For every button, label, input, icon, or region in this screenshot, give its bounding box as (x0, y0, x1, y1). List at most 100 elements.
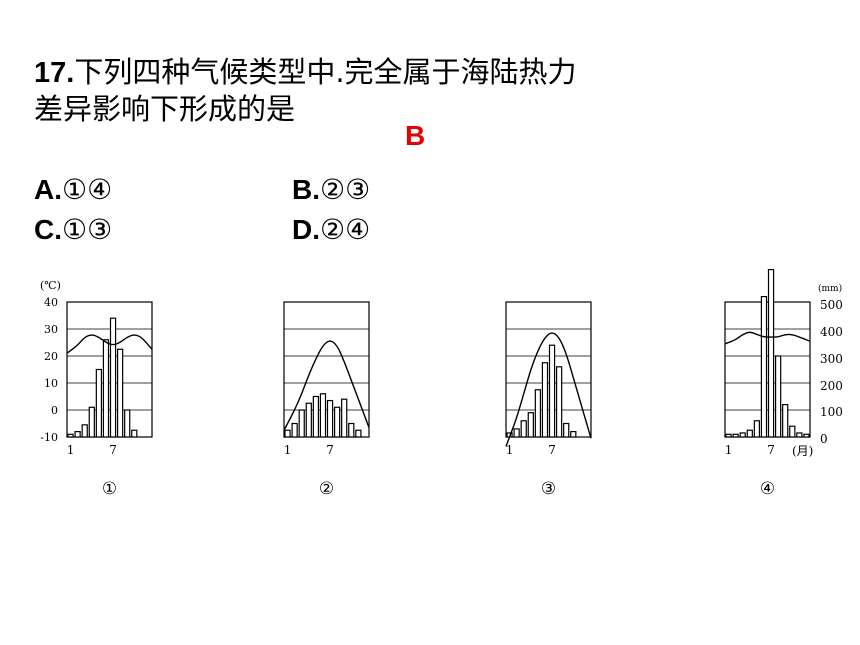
temperature-curve (283, 340, 370, 431)
option-c-text: ①③ (62, 213, 113, 246)
option-a-text: ①④ (62, 173, 113, 206)
precipitation-bar (782, 404, 789, 438)
precipitation-bar (74, 431, 81, 438)
precipitation-bar (739, 432, 746, 438)
precipitation-bar (520, 420, 527, 438)
month-tick-label: 7 (767, 443, 775, 457)
precipitation-tick-label: 500 (820, 298, 843, 312)
precipitation-bar (725, 433, 732, 438)
chart-frame (66, 301, 153, 438)
precipitation-bar (760, 296, 768, 438)
temperature-tick-label: 20 (44, 350, 58, 363)
temperature-unit-label: (℃) (40, 279, 61, 292)
precipitation-bar (796, 432, 803, 438)
option-c-letter: C. (34, 214, 62, 245)
month-tick-label: 1 (506, 443, 514, 457)
precipitation-tick-label: 0 (820, 432, 828, 446)
precipitation-bar (732, 433, 739, 438)
precipitation-tick-label: 200 (820, 379, 843, 393)
precipitation-bar (789, 425, 796, 438)
precipitation-bar (67, 433, 74, 438)
option-d-text: ②④ (320, 213, 371, 246)
precipitation-tick-label: 400 (820, 325, 843, 339)
temperature-curve (66, 334, 153, 354)
option-b-letter: B. (292, 174, 320, 205)
precipitation-tick-label: 300 (820, 352, 843, 366)
chart-frame (283, 301, 370, 438)
temperature-tick-label: 0 (51, 404, 58, 417)
month-unit-label: (月) (792, 444, 813, 458)
precipitation-bar (767, 269, 775, 438)
month-tick-label: 1 (725, 443, 733, 457)
precipitation-bar (513, 428, 520, 438)
temperature-tick-label: -10 (40, 431, 58, 444)
month-tick-label: 1 (284, 443, 292, 457)
precipitation-bar (326, 399, 334, 438)
chart-number-label: ② (319, 479, 334, 499)
precipitation-bar (109, 317, 117, 438)
temperature-tick-label: 10 (44, 377, 58, 390)
precipitation-bar (298, 409, 305, 438)
precipitation-bar (319, 393, 327, 438)
question-line-2: 差异影响下形成的是 (34, 92, 296, 126)
precipitation-bar (116, 348, 124, 438)
precipitation-bar (102, 339, 110, 438)
precipitation-bar (534, 389, 542, 438)
precipitation-bar (555, 366, 563, 438)
chart-number-label: ④ (760, 479, 775, 499)
precipitation-bar (570, 431, 577, 438)
chart-frame (505, 301, 592, 438)
precipitation-bar (527, 412, 534, 438)
precipitation-bar (124, 409, 131, 438)
option-c[interactable]: C.①③ (34, 212, 112, 248)
temperature-tick-label: 40 (44, 296, 58, 309)
precipitation-bar (563, 422, 570, 438)
precipitation-bar (341, 398, 348, 438)
option-d-letter: D. (292, 214, 320, 245)
precipitation-bar (131, 429, 138, 438)
answer-mark: B (405, 120, 426, 151)
temperature-curve (505, 332, 592, 447)
precipitation-bar (355, 429, 362, 438)
chart-number-label: ③ (541, 479, 556, 499)
precipitation-bar (541, 362, 549, 438)
month-tick-label: 1 (67, 443, 75, 457)
climate-chart-3: 1 7 ③ (505, 301, 592, 499)
precipitation-bar (305, 402, 312, 438)
month-tick-label: 7 (326, 443, 334, 457)
precipitation-bar (333, 406, 341, 438)
precipitation-bar (88, 406, 95, 438)
temperature-tick-label: 30 (44, 323, 58, 336)
month-tick-label: 7 (109, 443, 117, 457)
chart-number-label: ① (102, 479, 117, 499)
climate-chart-4: 1 7 ④ (724, 269, 811, 499)
precipitation-bar (284, 429, 291, 438)
question-line-1: 17.下列四种气候类型中.完全属于海陆热力 (34, 54, 577, 91)
precipitation-bar (803, 433, 810, 438)
right-axis: (mm) 500 400 300 200 100 0 (月) (792, 283, 843, 458)
precipitation-bar (753, 420, 761, 438)
question-number: 17. (34, 57, 75, 89)
temperature-curve (724, 331, 811, 345)
precipitation-bar (312, 395, 320, 438)
climate-chart-1: 1 7 ① (66, 301, 153, 499)
precipitation-bar (548, 344, 556, 438)
precipitation-unit-label: (mm) (818, 283, 842, 294)
precipitation-bar (348, 422, 355, 438)
month-tick-label: 7 (548, 443, 556, 457)
option-b[interactable]: B.②③ (292, 172, 370, 208)
option-d[interactable]: D.②④ (292, 212, 370, 248)
option-b-text: ②③ (320, 173, 371, 206)
precipitation-bar (291, 422, 298, 438)
chart-frame (724, 301, 811, 438)
option-a-letter: A. (34, 174, 62, 205)
precipitation-tick-label: 100 (820, 405, 843, 419)
option-a[interactable]: A.①④ (34, 172, 112, 208)
left-axis: (℃) 40 30 20 10 0 -10 (40, 279, 61, 444)
climate-chart-2: 1 7 ② (283, 301, 370, 499)
question-text-1: 下列四种气候类型中.完全属于海陆热力 (74, 55, 577, 89)
precipitation-bar (746, 429, 753, 438)
precipitation-bar (95, 368, 103, 438)
precipitation-bar (774, 355, 782, 438)
